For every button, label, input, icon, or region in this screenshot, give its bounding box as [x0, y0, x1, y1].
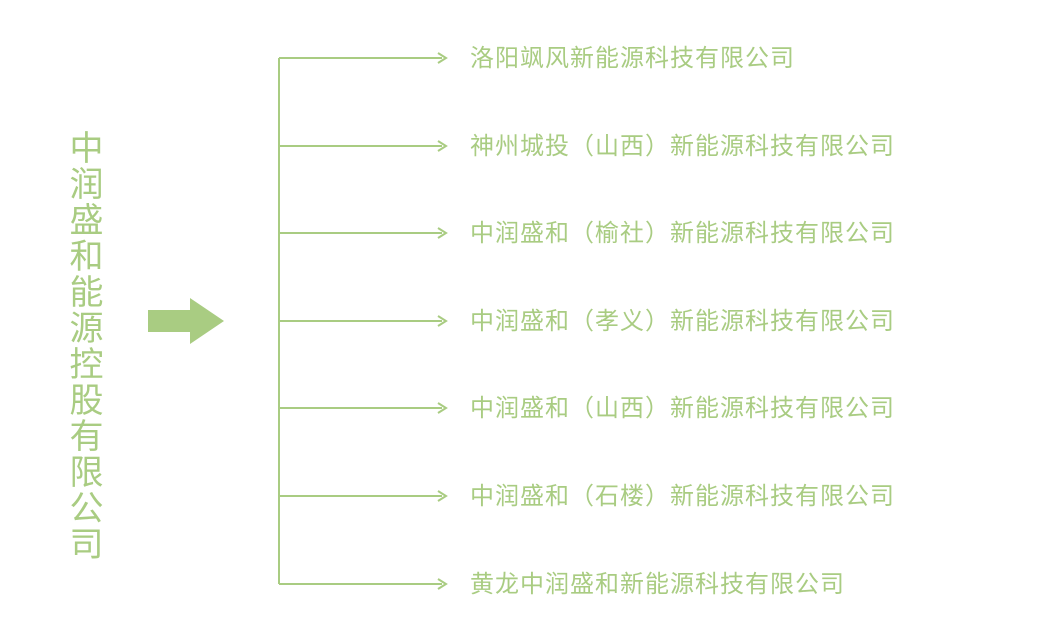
arrowhead-icon: [437, 227, 448, 239]
parent-company-name: 中润盛和能源控股有限公司: [63, 130, 103, 562]
child-company-name: 中润盛和（孝义）新能源科技有限公司: [470, 307, 895, 335]
arrowhead-icon: [437, 315, 448, 327]
arrowhead-icon: [437, 52, 448, 64]
big-arrow-icon: [148, 298, 224, 344]
child-company-name: 洛阳飒风新能源科技有限公司: [470, 44, 795, 72]
child-company-name: 中润盛和（石楼）新能源科技有限公司: [470, 482, 895, 510]
child-company-name: 中润盛和（山西）新能源科技有限公司: [470, 394, 895, 422]
child-company-name: 神州城投（山西）新能源科技有限公司: [470, 132, 895, 160]
child-company-name: 黄龙中润盛和新能源科技有限公司: [470, 570, 845, 598]
arrowhead-icon: [437, 578, 448, 590]
arrowhead-icon: [437, 490, 448, 502]
arrowhead-icon: [437, 402, 448, 414]
child-company-name: 中润盛和（榆社）新能源科技有限公司: [470, 219, 895, 247]
branch-group: [279, 52, 448, 590]
arrowhead-icon: [437, 140, 448, 152]
